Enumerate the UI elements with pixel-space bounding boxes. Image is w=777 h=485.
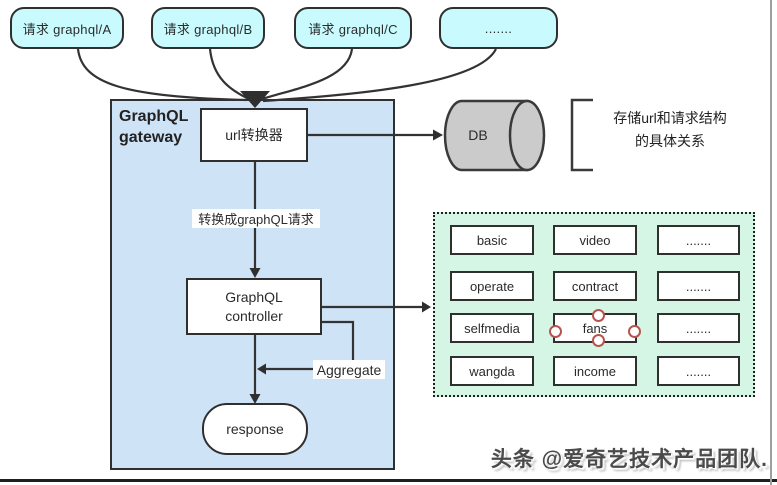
controller-label-line1: GraphQL — [225, 288, 283, 305]
gateway-title: GraphQL gateway — [119, 106, 188, 148]
arrowhead-response — [249, 394, 261, 404]
gateway-title-line1: GraphQL — [119, 108, 189, 125]
request-pill-a-label: 请求 graphql/A — [22, 21, 112, 37]
db-note: 存储url和请求结构 的具体关系 — [586, 107, 754, 153]
service-label: income — [574, 363, 616, 379]
request-pill-a: 请求 graphql/A — [10, 7, 124, 49]
selection-handle-left[interactable] — [549, 325, 562, 338]
note-bracket — [570, 98, 593, 172]
db-note-line2: 的具体关系 — [635, 133, 705, 149]
request-pill-c-label: 请求 graphql/C — [308, 21, 398, 37]
service-cell-operate: operate — [450, 271, 534, 301]
curve-request-a — [76, 48, 247, 102]
service-label: ....... — [685, 278, 712, 294]
url-converter-label: url转换器 — [225, 126, 283, 143]
service-label: operate — [469, 278, 515, 294]
aggregate-wire-label-text: Aggregate — [316, 361, 382, 378]
controller-label-line2: controller — [225, 307, 283, 324]
bottom-edge-line — [0, 479, 777, 482]
gateway-title-line2: gateway — [119, 129, 183, 146]
service-cell-video: video — [553, 225, 637, 255]
request-pill-c: 请求 graphql/C — [294, 7, 412, 49]
response-label: response — [226, 420, 284, 437]
right-edge-line — [770, 0, 772, 485]
db-label: DB — [448, 124, 508, 146]
service-label: selfmedia — [464, 320, 520, 336]
service-label: fans — [582, 320, 608, 336]
selection-handle-bottom[interactable] — [592, 334, 605, 347]
service-label: ....... — [685, 232, 712, 248]
arrowhead-converge — [240, 91, 270, 108]
service-cell-wangda: wangda — [450, 356, 534, 386]
service-cell-basic: basic — [450, 225, 534, 255]
graphql-controller-node: GraphQL controller — [186, 278, 322, 335]
service-label: ....... — [685, 363, 712, 379]
service-cell-more-1: ....... — [657, 225, 740, 255]
response-node: response — [202, 403, 308, 455]
service-cell-selfmedia: selfmedia — [450, 313, 534, 343]
service-cell-contract: contract — [553, 271, 637, 301]
service-cell-income: income — [553, 356, 637, 386]
watermark-text: 头条 @爱奇艺技术产品团队. — [490, 448, 768, 471]
service-label: wangda — [469, 363, 515, 379]
aggregate-wire-label: Aggregate — [313, 360, 385, 379]
request-pill-b-label: 请求 graphql/B — [163, 21, 253, 37]
line-controller-to-aggregate — [322, 320, 355, 360]
selection-handle-right[interactable] — [628, 325, 641, 338]
curve-request-b — [208, 48, 250, 100]
db-cylinder-body — [443, 99, 529, 172]
service-label: video — [579, 232, 611, 248]
db-cylinder-cap — [508, 99, 546, 172]
arrowhead-db — [433, 129, 443, 141]
convert-wire-label-text: 转换成graphQL请求 — [198, 212, 314, 227]
arrowhead-services — [422, 301, 431, 313]
service-cell-fans: fans — [549, 309, 641, 347]
service-label: basic — [476, 232, 508, 248]
request-pill-more-label: ....... — [484, 20, 513, 36]
selection-handle-top[interactable] — [592, 309, 605, 322]
curve-request-dots — [262, 48, 497, 103]
arrowhead-aggregate — [257, 363, 266, 375]
service-cell-more-2: ....... — [657, 271, 740, 301]
arrowhead-controller — [249, 268, 261, 278]
curve-request-c — [261, 48, 354, 101]
convert-wire-label: 转换成graphQL请求 — [192, 209, 320, 228]
db-label-text: DB — [468, 127, 488, 143]
db-note-line1: 存储url和请求结构 — [613, 110, 727, 126]
request-pill-b: 请求 graphql/B — [151, 7, 265, 49]
request-pill-more: ....... — [439, 7, 558, 49]
url-converter-node: url转换器 — [200, 108, 308, 162]
service-cell-more-4: ....... — [657, 356, 740, 386]
service-label: contract — [571, 278, 619, 294]
service-label: ....... — [685, 320, 712, 336]
service-cell-more-3: ....... — [657, 313, 740, 343]
